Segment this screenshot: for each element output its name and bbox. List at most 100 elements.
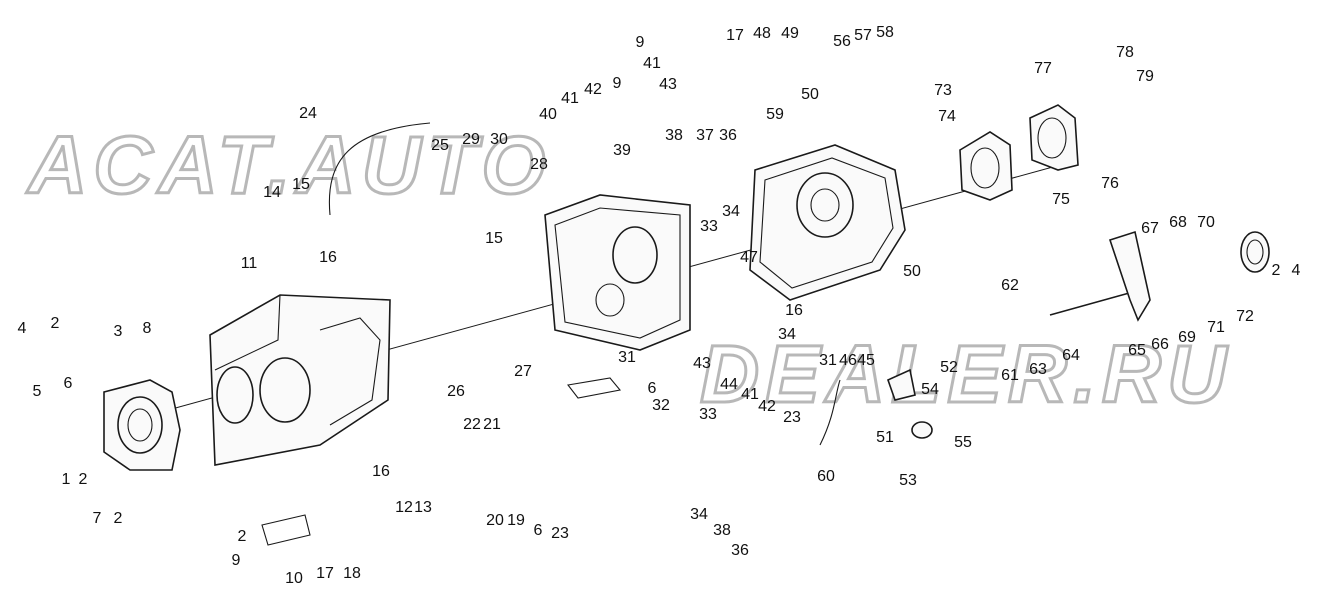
callout-label: 41 [741,386,759,403]
callout-label: 58 [876,24,894,41]
hose-24 [328,122,431,216]
callout-label: 6 [64,375,73,392]
callout-label: 15 [485,230,503,247]
watermark-line-1: ACAT.AUTO [26,120,551,211]
callout-label: 36 [719,127,737,144]
callout-label: 30 [490,131,508,148]
callout-label: 2 [1272,262,1281,279]
callout-label: 34 [722,203,740,220]
rear-housing [749,144,906,301]
callout-label: 13 [414,499,432,516]
output-cover [1029,104,1079,171]
callout-label: 50 [903,263,921,280]
callout-label: 48 [753,25,771,42]
front-cover [103,379,181,471]
callout-label: 53 [899,472,917,489]
callout-label: 45 [857,352,875,369]
callout-label: 68 [1169,214,1187,231]
callout-label: 6 [534,522,543,539]
callout-label: 71 [1207,319,1225,336]
callout-label: 74 [938,108,956,125]
callout-label: 75 [1052,191,1070,208]
callout-label: 56 [833,33,851,50]
gasket-10 [261,514,311,546]
callout-label: 38 [713,522,731,539]
callout-label: 43 [693,355,711,372]
callout-label: 16 [319,249,337,266]
callout-label: 55 [954,434,972,451]
front-housing [209,294,391,466]
callout-label: 66 [1151,336,1169,353]
watermark: ACAT.AUTO DEALER.RU [25,119,1232,422]
callout-label: 63 [1029,361,1047,378]
callout-label: 9 [232,552,241,569]
callout-label: 42 [758,398,776,415]
callout-label: 46 [839,352,857,369]
callout-label: 16 [372,463,390,480]
callout-label: 52 [940,359,958,376]
callout-label: 31 [618,349,636,366]
callout-label: 50 [801,86,819,103]
callout-label: 23 [551,525,569,542]
callout-label: 39 [613,142,631,159]
callout-label: 33 [699,406,717,423]
callout-label: 10 [285,570,303,587]
callout-label: 2 [79,471,88,488]
callout-label: 62 [1001,277,1019,294]
callout-label: 49 [781,25,799,42]
callout-label: 5 [33,383,42,400]
intermediate-housing [544,194,691,351]
callout-label: 44 [720,376,738,393]
callout-label: 41 [643,55,661,72]
callout-label: 19 [507,512,525,529]
callout-label: 78 [1116,44,1134,61]
callout-label: 59 [766,106,784,123]
callout-label: 61 [1001,367,1019,384]
callout-label: 17 [316,565,334,582]
callout-label: 31 [819,352,837,369]
callout-label: 76 [1101,175,1119,192]
callout-label: 18 [343,565,361,582]
callout-label: 36 [731,542,749,559]
gasket-31 [567,377,622,399]
rear-end-cover [1240,231,1270,273]
shift-fork [1108,230,1151,322]
callout-label: 11 [241,255,258,272]
callout-label: 2 [238,528,247,545]
callout-label: 4 [1292,262,1301,279]
callout-label: 16 [785,302,803,319]
callout-label: 24 [299,105,317,122]
callout-label: 7 [93,510,102,527]
callout-label: 73 [934,82,952,99]
callout-label: 23 [783,409,801,426]
callout-label: 4 [18,320,27,337]
callout-label: 67 [1141,220,1159,237]
callout-label: 64 [1062,347,1080,364]
shift-shaft [1049,289,1141,316]
callout-label: 60 [817,468,835,485]
callout-label: 21 [483,416,501,433]
callout-label: 17 [726,27,744,44]
output-flange-housing [959,131,1013,201]
callout-label: 57 [854,27,872,44]
callout-label: 28 [530,156,548,173]
callout-label: 37 [696,127,714,144]
watermark-line-2: DEALER.RU [700,329,1232,420]
callout-label: 40 [539,106,557,123]
callout-label: 3 [114,323,123,340]
callout-label: 14 [263,184,281,201]
callout-label: 54 [921,381,939,398]
callout-label: 70 [1197,214,1215,231]
callout-label: 27 [514,363,532,380]
callout-label: 6 [648,380,657,397]
callout-label: 69 [1178,329,1196,346]
callout-label: 2 [51,315,60,332]
pipe-60 [819,379,841,446]
callout-label: 34 [778,326,796,343]
callout-label: 43 [659,76,677,93]
callout-label: 41 [561,90,579,107]
callout-label: 72 [1236,308,1254,325]
callout-label: 51 [876,429,894,446]
